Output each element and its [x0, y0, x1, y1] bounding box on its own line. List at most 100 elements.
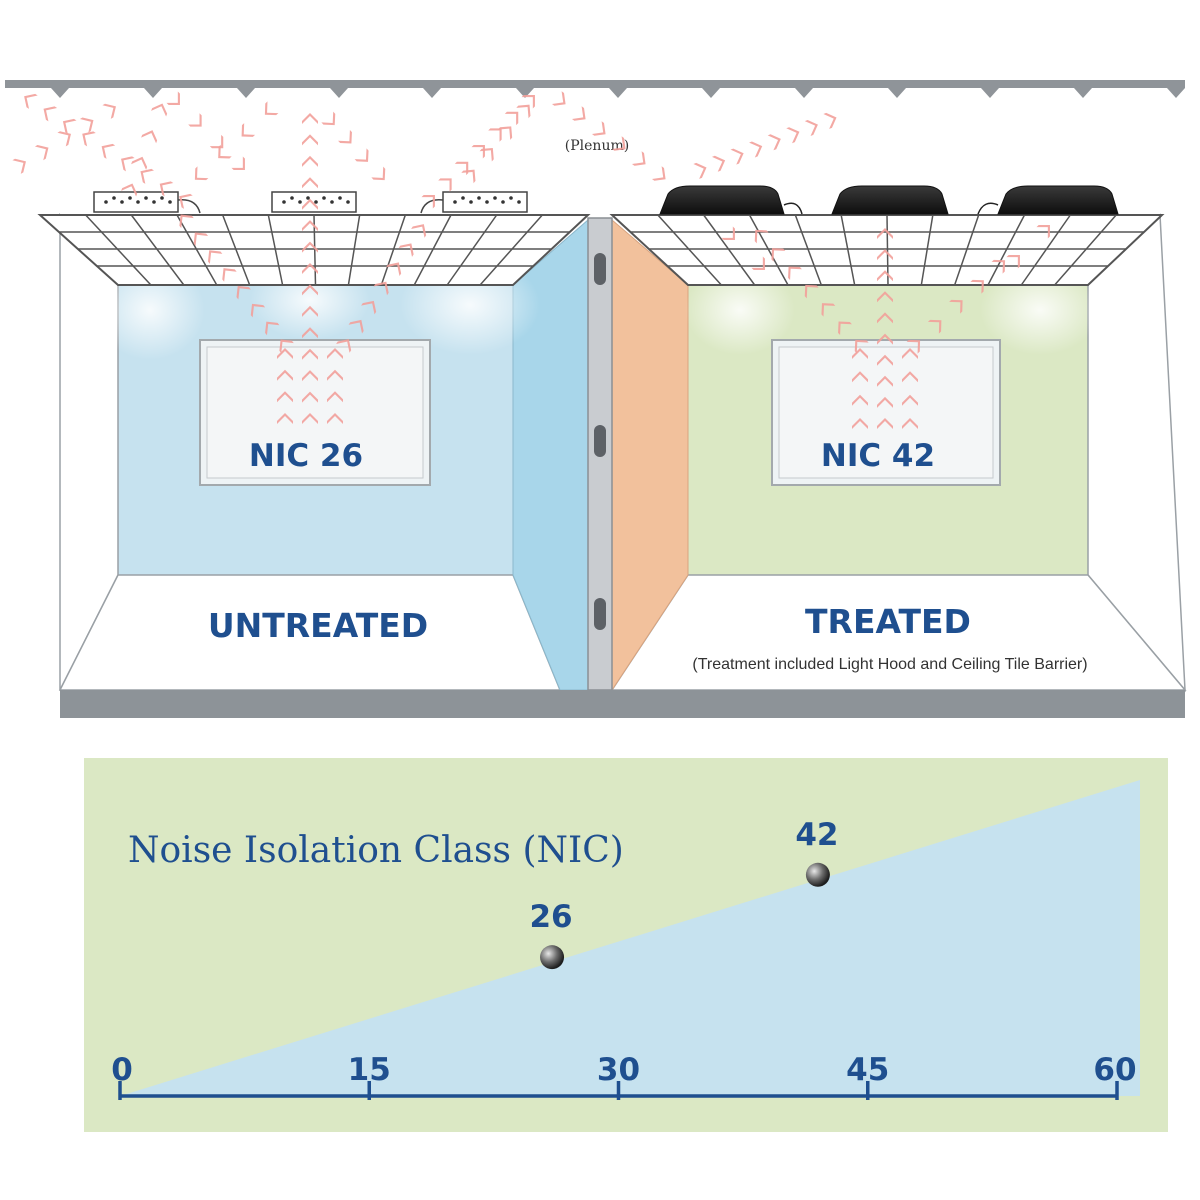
sound-path-arrows — [12, 91, 1050, 429]
sound-chevron — [454, 161, 469, 176]
sound-chevron — [34, 144, 49, 161]
sound-chevron — [488, 128, 502, 142]
sound-chevron — [241, 123, 256, 137]
sound-chevron — [504, 111, 519, 126]
light-fixture-untreated-3 — [420, 191, 528, 214]
nic-point-label: 42 — [795, 817, 838, 853]
sound-chevron — [277, 413, 293, 424]
treated-window-pane — [778, 346, 994, 479]
sound-chevron — [373, 281, 389, 296]
sound-chevron — [823, 112, 837, 129]
sound-chevron — [179, 193, 193, 209]
sound-chevron — [838, 321, 852, 336]
deck-tooth — [1167, 88, 1185, 98]
untreated-title: UNTREATED — [208, 606, 428, 645]
sound-chevron — [471, 145, 485, 159]
sound-chevron — [421, 195, 435, 209]
sound-chevron — [302, 305, 318, 317]
ceiling-grid-right — [609, 214, 1165, 286]
sound-chevron — [327, 348, 343, 359]
sound-chevron — [321, 111, 336, 126]
sound-chevron — [207, 250, 223, 264]
axis-tick-label: 0 — [111, 1052, 133, 1088]
nic-axis-ticks — [118, 1081, 1119, 1100]
sound-chevron — [302, 220, 318, 232]
sound-chevron — [498, 126, 513, 140]
ceiling-grid-left — [37, 214, 591, 286]
deck-tooth — [144, 88, 162, 98]
sound-chevron — [591, 121, 606, 136]
sound-chevron — [302, 241, 318, 253]
sound-chevron — [877, 291, 893, 303]
sound-chevron — [386, 262, 402, 277]
sound-chevron — [906, 339, 921, 354]
sound-chevron — [194, 166, 209, 181]
sound-chevron — [101, 143, 116, 159]
sound-chevron — [571, 106, 586, 121]
deck-tooth — [516, 88, 534, 98]
sound-chevron — [151, 103, 168, 117]
sound-chevron — [338, 129, 352, 144]
sound-chevron — [877, 270, 893, 282]
sound-chevron — [767, 134, 781, 151]
sound-chevron — [121, 183, 138, 197]
sound-chevron — [102, 103, 116, 119]
sound-chevron — [788, 266, 802, 281]
sound-chevron — [877, 375, 893, 387]
sound-chevron — [231, 156, 245, 170]
sound-chevron — [461, 169, 476, 184]
nic-point-marker — [805, 862, 830, 887]
sound-chevron — [877, 228, 893, 239]
roof-deck-teeth — [51, 88, 1185, 98]
sound-chevron — [57, 131, 71, 147]
sound-chevron — [902, 371, 918, 383]
sound-chevron — [852, 371, 868, 383]
plenum-label: (Plenum) — [565, 138, 629, 154]
sound-chevron — [302, 413, 318, 424]
sound-chevron — [611, 136, 626, 151]
sound-chevron — [327, 391, 343, 403]
sound-chevron — [398, 243, 414, 257]
deck-tooth — [888, 88, 906, 98]
sound-chevron — [159, 181, 174, 197]
sound-chevron — [62, 118, 77, 134]
sound-chevron — [786, 127, 800, 144]
light-fixture-dots — [104, 196, 521, 204]
sound-chevron — [651, 166, 666, 181]
light-glow — [980, 265, 1100, 355]
sound-chevron — [302, 198, 318, 210]
roof-deck — [5, 80, 1185, 98]
sound-chevron — [970, 279, 984, 294]
sound-chevron — [336, 339, 352, 353]
sound-chevron — [222, 268, 237, 282]
sound-chevron — [516, 104, 531, 119]
sound-chevron — [141, 130, 158, 144]
sound-chevron — [852, 348, 868, 359]
sound-chevron — [521, 95, 535, 109]
untreated-nic-label: NIC 26 — [249, 438, 363, 474]
floor-base — [60, 690, 1185, 718]
sound-chevron — [877, 396, 893, 408]
sound-chevron — [754, 229, 769, 244]
sound-chevron — [479, 147, 494, 162]
sound-chevron — [711, 155, 726, 172]
sound-chevron — [277, 391, 293, 403]
sound-chevron — [79, 117, 94, 133]
treated-room: NIC 42 TREATED (Treatment included Light… — [610, 213, 1187, 693]
sound-chevron — [771, 248, 786, 262]
sound-chevron — [279, 339, 294, 354]
sound-chevron — [821, 303, 836, 317]
sound-chevron — [327, 413, 343, 424]
axis-tick-label: 60 — [1093, 1052, 1136, 1088]
sound-chevron — [854, 339, 869, 354]
sound-chevron — [749, 141, 763, 158]
sound-chevron — [631, 151, 646, 166]
sound-chevron — [693, 162, 707, 179]
sound-chevron — [302, 113, 318, 124]
sound-chevron — [877, 249, 893, 261]
sound-chevron — [877, 418, 893, 429]
